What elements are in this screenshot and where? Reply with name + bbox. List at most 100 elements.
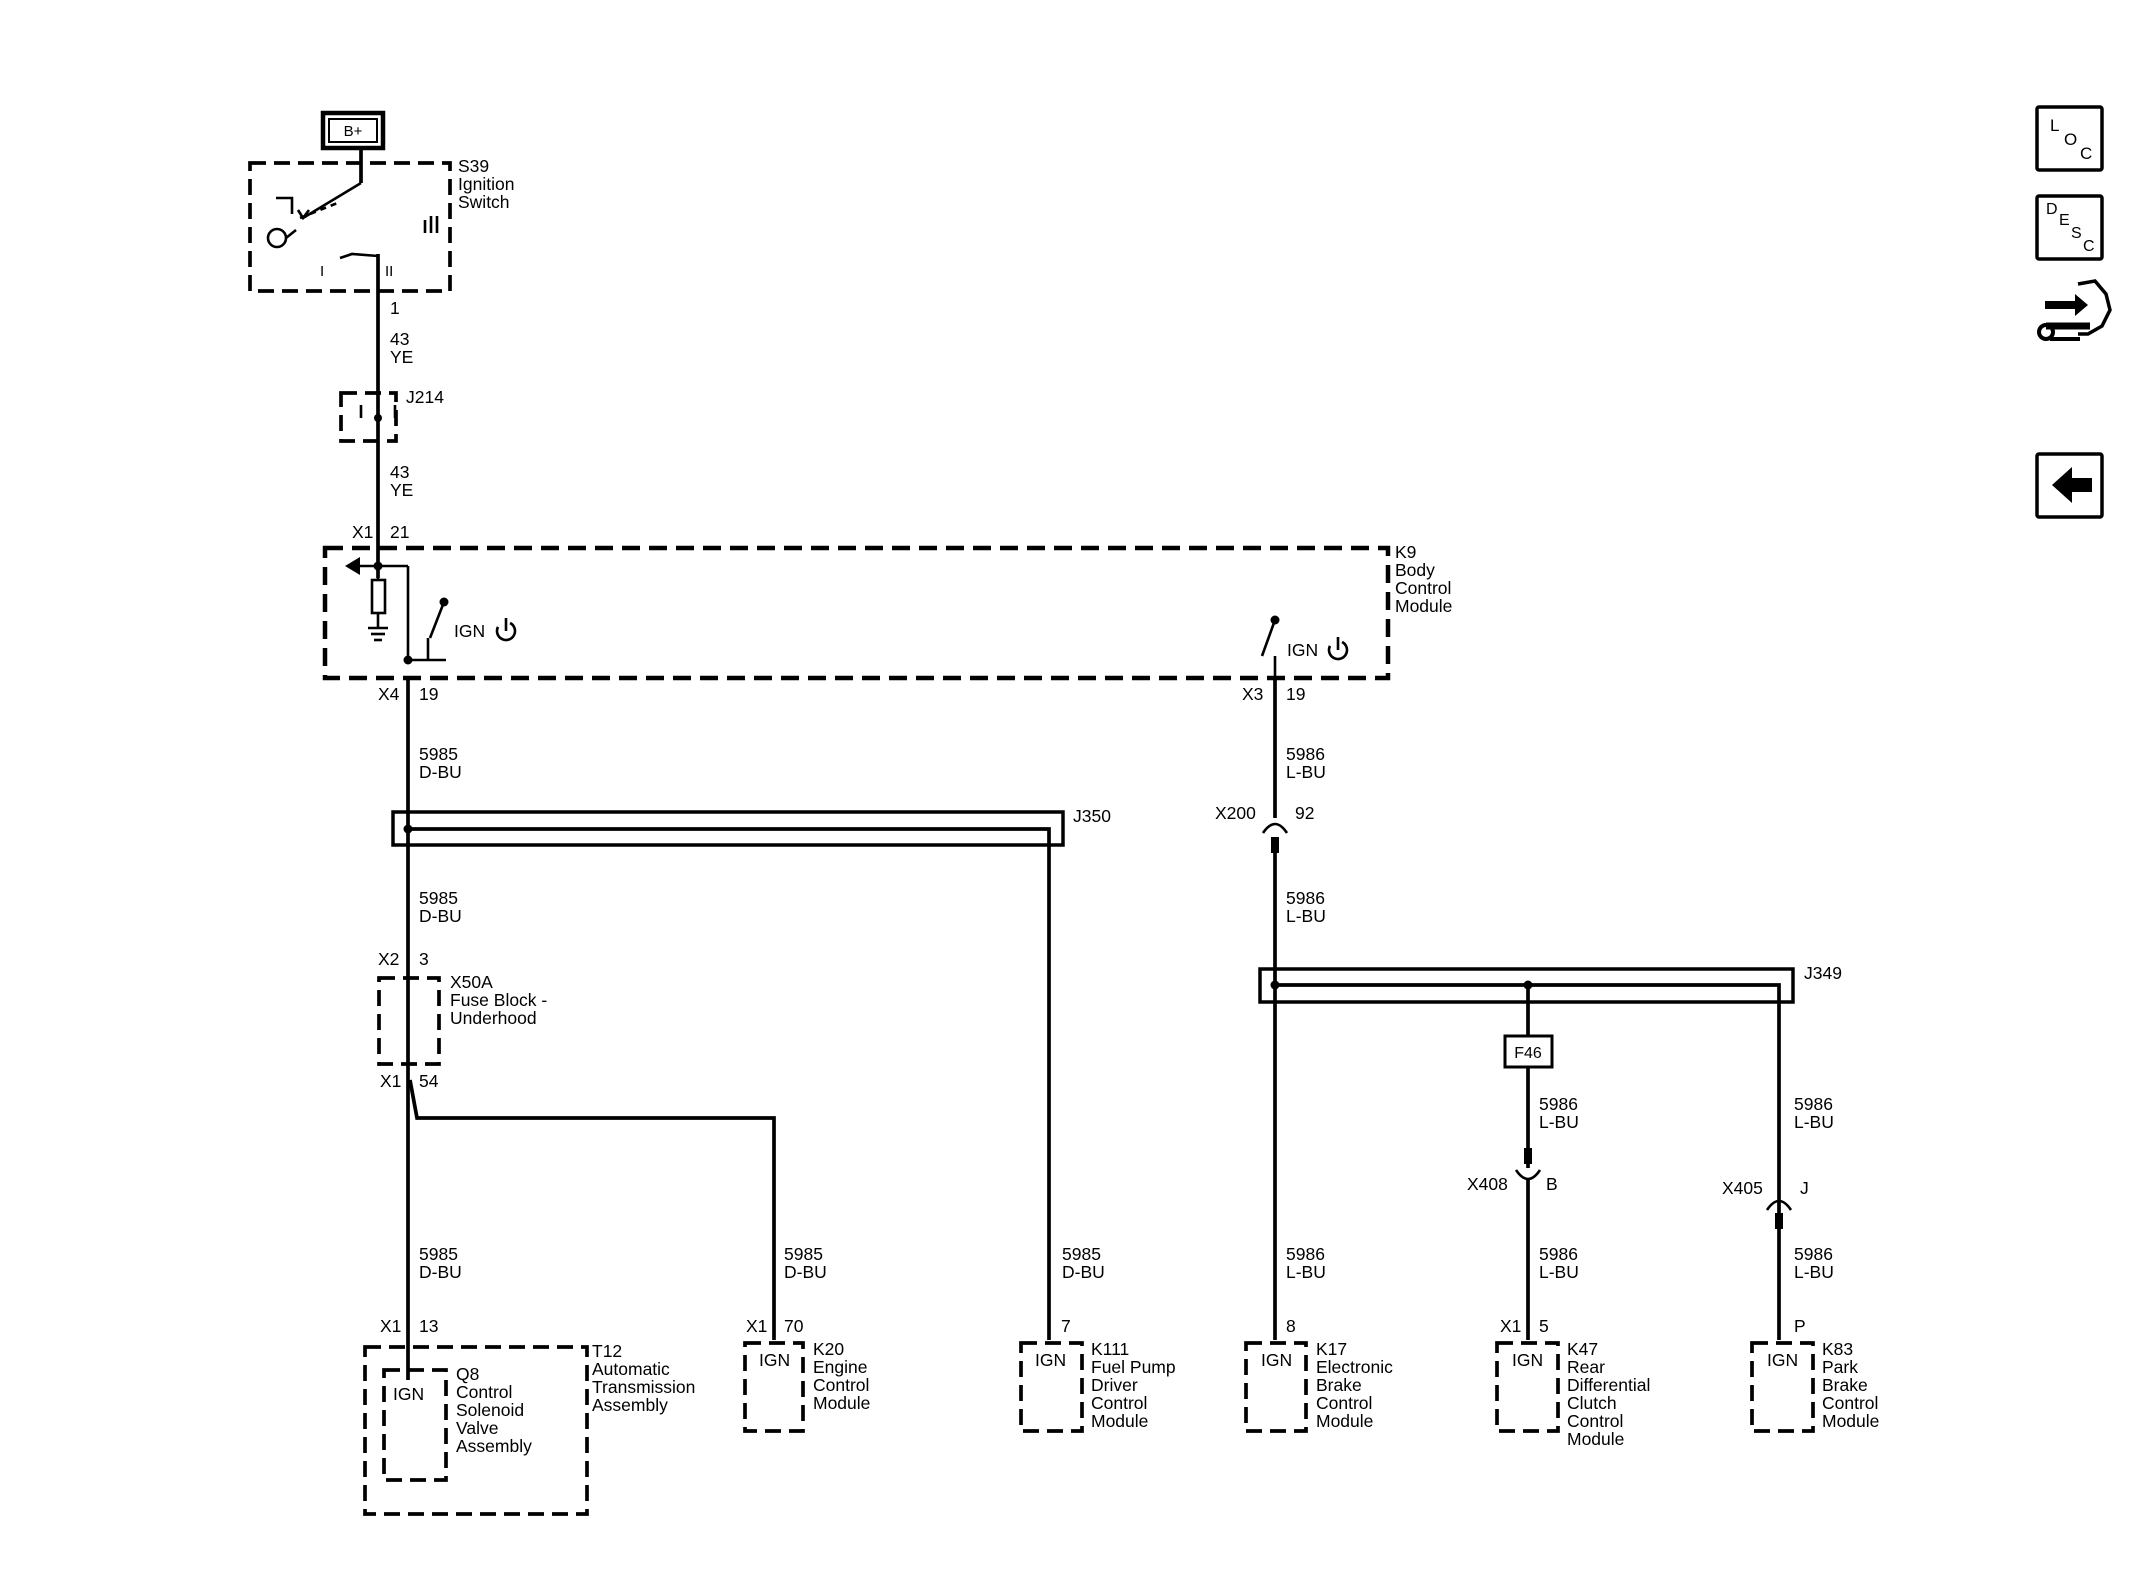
label-fuse-block-out-connector: X1 [380, 1071, 401, 1091]
label-ignition-switch-name-lines-1: Switch [458, 192, 510, 212]
label-wires-w5986-e-color: L-BU [1286, 1262, 1326, 1282]
label-bcm-out-left-pin: 19 [419, 684, 438, 704]
back-button[interactable] [2035, 452, 2104, 519]
label-k47-ref: K47 [1567, 1339, 1598, 1359]
label-wire-43-lower-circuit: 43 [390, 462, 409, 482]
label-navigation-loc-button-letters-0: L [2050, 116, 2059, 135]
connector-wrench-icon[interactable] [2037, 279, 2112, 341]
loc-button[interactable]: L O C [2035, 105, 2104, 172]
label-k47-name-lines-2: Clutch [1567, 1393, 1617, 1413]
label-inline-x200-pin: 92 [1295, 803, 1314, 823]
label-k17-name-lines-0: Electronic [1316, 1357, 1393, 1377]
label-k20-name-lines-0: Engine [813, 1357, 868, 1377]
label-navigation-desc-button-letters-2: S [2071, 225, 2082, 242]
label-wires-w5986-e-circuit: 5986 [1286, 1244, 1325, 1264]
label-wires-w5985-a-color: D-BU [419, 762, 462, 782]
label-bcm-out-left-connector: X4 [378, 684, 400, 704]
label-bcm-ign-label-right: IGN [1287, 640, 1318, 660]
label-k20-ref: K20 [813, 1339, 844, 1359]
label-wires-w5986-f-color: L-BU [1794, 1112, 1834, 1132]
desc-button[interactable]: D E S C [2035, 194, 2104, 261]
rear-differential-clutch-control-module [1495, 1341, 1560, 1433]
label-wires-w5985-e-color: D-BU [1062, 1262, 1105, 1282]
label-k83-ign: IGN [1767, 1350, 1798, 1370]
label-k111-ign: IGN [1035, 1350, 1066, 1370]
label-q8-name-lines-3: Assembly [456, 1436, 532, 1456]
label-t12-name-lines-1: Transmission [592, 1377, 695, 1397]
label-fuse-block-name-lines-1: Underhood [450, 1008, 537, 1028]
label-wires-w5986-g-color: L-BU [1794, 1262, 1834, 1282]
label-q8-ign: IGN [393, 1384, 424, 1404]
label-navigation-loc-button-letters-2: C [2080, 144, 2092, 163]
label-k17-name-lines-3: Module [1316, 1411, 1373, 1431]
label-k47-connector: X1 [1500, 1316, 1521, 1336]
label-q8-ref: Q8 [456, 1364, 479, 1384]
label-k17-ign: IGN [1261, 1350, 1292, 1370]
label-k47-name-lines-1: Differential [1567, 1375, 1650, 1395]
label-navigation-desc-button-letters-0: D [2046, 201, 2058, 218]
label-wires-w5985-a-circuit: 5985 [419, 744, 458, 764]
label-bcm-ign-label-left: IGN [454, 621, 485, 641]
label-wires-w5986-f-circuit: 5986 [1794, 1094, 1833, 1114]
label-wires-w5986-a-circuit: 5986 [1286, 744, 1325, 764]
label-k47-pin: 5 [1539, 1316, 1549, 1336]
label-k20-connector: X1 [746, 1316, 767, 1336]
label-k111-name-lines-1: Driver [1091, 1375, 1138, 1395]
label-ignition-switch-pin: 1 [390, 298, 400, 318]
label-ignition-switch-ref: S39 [458, 156, 489, 176]
label-wires-w5986-d-color: L-BU [1539, 1262, 1579, 1282]
label-t12-name-lines-0: Automatic [592, 1359, 670, 1379]
label-bcm-name-lines-0: Body [1395, 560, 1435, 580]
label-t12-pin: 13 [419, 1316, 438, 1336]
label-fuse-block-in-pin: 3 [419, 949, 429, 969]
label-wires-w5985-b-color: D-BU [419, 906, 462, 926]
label-wires-w5985-e-circuit: 5985 [1062, 1244, 1101, 1264]
label-inline-x405-pin: J [1800, 1178, 1809, 1198]
label-k17-name-lines-2: Control [1316, 1393, 1372, 1413]
label-q8-name-lines-2: Valve [456, 1418, 498, 1438]
label-k83-name-lines-0: Park [1822, 1357, 1858, 1377]
label-navigation-desc-button-letters-3: C [2083, 238, 2095, 255]
label-splice-j214-ref: J214 [406, 387, 444, 407]
label-bcm-out-right-pin: 19 [1286, 684, 1305, 704]
label-k17-ref: K17 [1316, 1339, 1347, 1359]
label-inline-x405-ref: X405 [1722, 1178, 1763, 1198]
label-splice-j350-ref: J350 [1073, 806, 1111, 826]
label-k83-name-lines-2: Control [1822, 1393, 1878, 1413]
inline-connector-x408 [1514, 1148, 1542, 1181]
label-fuse-block-name-lines-0: Fuse Block - [450, 990, 547, 1010]
label-k47-ign: IGN [1512, 1350, 1543, 1370]
label-k111-name-lines-2: Control [1091, 1393, 1147, 1413]
splice-j350 [391, 810, 1065, 1340]
label-power-label: B+ [344, 123, 363, 140]
label-t12-connector: X1 [380, 1316, 401, 1336]
fuse-f46: F46 [1503, 1034, 1554, 1069]
label-wire-43-upper-circuit: 43 [390, 329, 409, 349]
label-ignition-switch-name-lines-0: Ignition [458, 174, 514, 194]
label-wire-43-lower-color: YE [390, 480, 413, 500]
body-control-module [322, 545, 1391, 681]
label-k83-name-lines-3: Module [1822, 1411, 1879, 1431]
label-k47-name-lines-4: Module [1567, 1429, 1624, 1449]
label-wires-w5986-b-circuit: 5986 [1286, 888, 1325, 908]
fuse-block-underhood [377, 976, 441, 1066]
label-k20-ign: IGN [759, 1350, 790, 1370]
label-ignition-switch-pos-i: I [320, 263, 324, 280]
label-wires-w5986-c-circuit: 5986 [1539, 1094, 1578, 1114]
label-wires-w5986-c-color: L-BU [1539, 1112, 1579, 1132]
label-wires-w5985-d-color: D-BU [784, 1262, 827, 1282]
label-wires-w5986-g-circuit: 5986 [1794, 1244, 1833, 1264]
label-fuse-block-in-connector: X2 [378, 949, 399, 969]
label-wires-w5985-d-circuit: 5985 [784, 1244, 823, 1264]
label-k111-name-lines-0: Fuel Pump [1091, 1357, 1176, 1377]
label-k47-name-lines-0: Rear [1567, 1357, 1605, 1377]
wire-5985-d [408, 1079, 776, 1340]
label-bcm-ref: K9 [1395, 542, 1416, 562]
label-splice-j349-ref: J349 [1804, 963, 1842, 983]
label-wires-w5986-b-color: L-BU [1286, 906, 1326, 926]
battery-positive-terminal: B+ [320, 110, 386, 151]
transmission-assembly [363, 1345, 589, 1516]
label-bcm-name-lines-2: Module [1395, 596, 1452, 616]
label-fuse-label: F46 [1514, 1045, 1542, 1062]
